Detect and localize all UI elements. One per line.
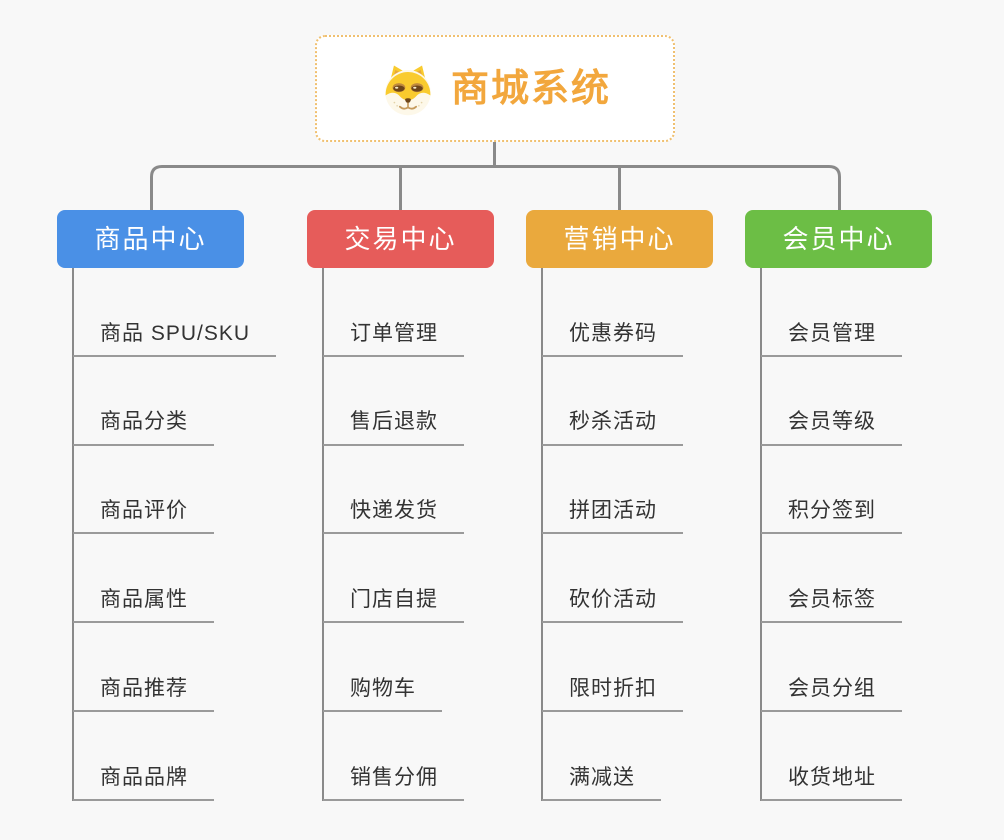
leaf-node[interactable]: 限时折扣 [542, 623, 683, 712]
leaf-node[interactable]: 拼团活动 [542, 446, 683, 535]
root-node[interactable]: 商城系统 [315, 35, 675, 142]
leaf-label: 门店自提 [323, 587, 464, 624]
leaf-label: 售后退款 [323, 409, 464, 446]
branch-label: 营销中心 [563, 224, 676, 254]
branch-node-products[interactable]: 商品中心 [57, 210, 244, 268]
leaf-node[interactable]: 门店自提 [323, 534, 464, 624]
leaf-node[interactable]: 订单管理 [323, 268, 464, 357]
leaf-node[interactable]: 销售分佣 [323, 712, 464, 801]
leaf-node[interactable]: 售后退款 [323, 357, 464, 446]
leaf-node[interactable]: 积分签到 [761, 446, 902, 535]
branch-column-products: 商品中心 商品 SPU/SKU 商品分类 商品评价 商品属性 商品推荐 商品品牌 [57, 210, 277, 810]
leaf-label: 商品推荐 [73, 676, 214, 712]
leaf-label: 订单管理 [323, 321, 464, 357]
leaf-label: 商品评价 [73, 498, 214, 535]
leaf-node[interactable]: 满减送 [542, 712, 683, 801]
leaf-label: 砍价活动 [542, 587, 683, 624]
leaf-label: 会员等级 [761, 409, 902, 446]
leaf-node[interactable]: 快递发货 [323, 446, 464, 535]
leaf-label: 商品品牌 [73, 765, 214, 801]
leaf-label: 商品属性 [73, 587, 214, 624]
leaf-label: 快递发货 [323, 498, 464, 535]
leaf-node[interactable]: 会员等级 [761, 357, 902, 446]
leaf-node[interactable]: 商品分类 [73, 357, 276, 446]
leaf-node[interactable]: 砍价活动 [542, 534, 683, 624]
branch-trunk-line [760, 268, 762, 801]
leaf-label: 限时折扣 [542, 676, 683, 712]
leaf-label: 会员管理 [761, 321, 902, 357]
leaf-node[interactable]: 商品 SPU/SKU [73, 268, 277, 357]
branch-trunk-line [322, 268, 324, 801]
leaf-node[interactable]: 收货地址 [761, 712, 902, 801]
doge-face-icon [385, 64, 431, 115]
branch-trunk-line [541, 268, 543, 801]
branch-label: 会员中心 [782, 224, 895, 254]
leaf-label: 商品分类 [73, 409, 214, 446]
leaf-list: 订单管理 售后退款 快递发货 门店自提 购物车 销售分佣 [323, 268, 464, 801]
leaf-list: 优惠券码 秒杀活动 拼团活动 砍价活动 限时折扣 满减送 [542, 268, 683, 801]
leaf-node[interactable]: 购物车 [323, 623, 464, 712]
leaf-label: 会员分组 [761, 676, 902, 712]
leaf-label: 销售分佣 [323, 765, 464, 801]
branch-node-marketing[interactable]: 营销中心 [526, 210, 713, 268]
root-title: 商城系统 [450, 67, 611, 110]
leaf-label: 商品 SPU/SKU [73, 321, 277, 357]
branch-label: 交易中心 [344, 224, 457, 254]
leaf-label: 会员标签 [761, 587, 902, 624]
leaf-node[interactable]: 优惠券码 [542, 268, 683, 357]
leaf-label: 拼团活动 [542, 498, 683, 535]
leaf-node[interactable]: 会员管理 [761, 268, 902, 357]
leaf-node[interactable]: 会员分组 [761, 623, 902, 712]
leaf-node[interactable]: 会员标签 [761, 534, 902, 624]
branch-node-trade[interactable]: 交易中心 [307, 210, 494, 268]
leaf-node[interactable]: 商品属性 [73, 534, 276, 624]
leaf-label: 购物车 [323, 676, 442, 712]
leaf-list: 会员管理 会员等级 积分签到 会员标签 会员分组 收货地址 [761, 268, 902, 801]
leaf-node[interactable]: 商品推荐 [73, 623, 276, 712]
leaf-node[interactable]: 商品品牌 [73, 712, 276, 801]
branch-column-marketing: 营销中心 优惠券码 秒杀活动 拼团活动 砍价活动 限时折扣 满减送 [526, 210, 713, 810]
leaf-label: 满减送 [542, 765, 661, 801]
leaf-node[interactable]: 商品评价 [73, 446, 276, 535]
branch-bus-line [150, 165, 841, 211]
leaf-label: 收货地址 [761, 765, 902, 801]
branch-column-trade: 交易中心 订单管理 售后退款 快递发货 门店自提 购物车 销售分佣 [307, 210, 494, 810]
branch-trunk-line [72, 268, 74, 801]
branch-column-members: 会员中心 会员管理 会员等级 积分签到 会员标签 会员分组 收货地址 [745, 210, 932, 810]
branch-node-members[interactable]: 会员中心 [745, 210, 932, 268]
branch-label: 商品中心 [94, 224, 207, 254]
leaf-node[interactable]: 秒杀活动 [542, 357, 683, 446]
leaf-label: 积分签到 [761, 498, 902, 535]
leaf-list: 商品 SPU/SKU 商品分类 商品评价 商品属性 商品推荐 商品品牌 [73, 268, 277, 801]
leaf-label: 优惠券码 [542, 321, 683, 357]
leaf-label: 秒杀活动 [542, 409, 683, 446]
